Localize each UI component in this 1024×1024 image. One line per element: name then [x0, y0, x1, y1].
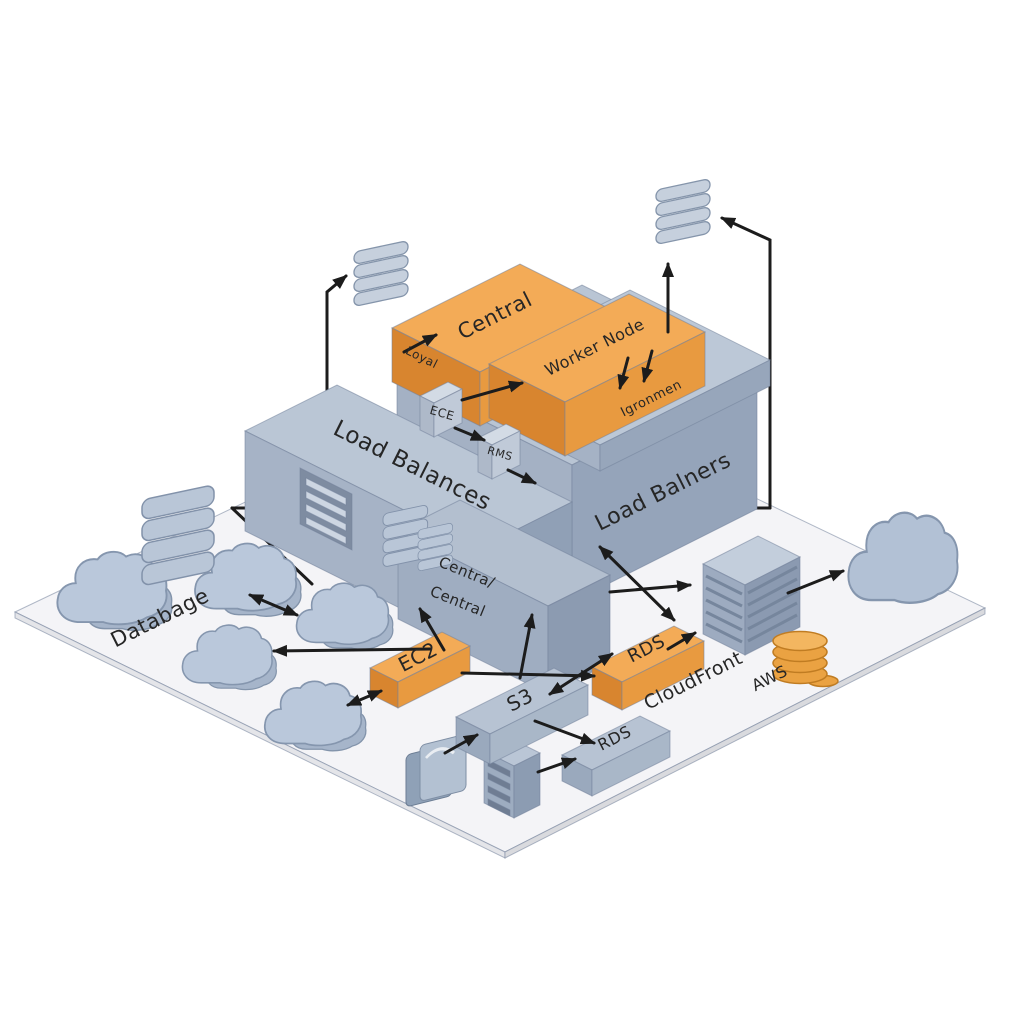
connector-arrow: [453, 426, 486, 442]
small-cube-left-label: ECE: [428, 403, 456, 423]
connector-arrow: [598, 545, 676, 622]
connector-arrow: [518, 613, 536, 680]
connector-arrow: [402, 333, 438, 354]
connector-arrow: [608, 580, 692, 594]
folder-icon: [405, 734, 467, 807]
connector-arrow: [460, 669, 596, 682]
ec2-block: [368, 631, 472, 709]
central-structure: [243, 263, 772, 695]
connector-arrow: [272, 644, 432, 657]
rack-icon: [299, 467, 353, 551]
cloud-icon: [847, 511, 959, 604]
server-stack-icon: [353, 239, 409, 308]
connector-arrow: [460, 380, 524, 402]
connector-arrow: [346, 689, 383, 707]
small-cube-right: [476, 423, 522, 480]
connector-arrow: [786, 569, 845, 595]
small-cube-left: [418, 381, 464, 438]
coins-icon: [772, 630, 839, 688]
connector-arrows: [248, 262, 845, 774]
connector-arrow: [443, 733, 479, 755]
connector-arrow: [248, 593, 299, 617]
connector-arrow: [506, 468, 537, 485]
connector-arrow: [641, 349, 654, 383]
cloudfront-tower-icon: [701, 535, 802, 656]
server-stack-icon: [655, 177, 711, 246]
connector-arrow: [720, 216, 772, 510]
connector-arrow: [536, 757, 577, 774]
connector-arrow: [533, 719, 596, 745]
connector-arrow: [617, 356, 630, 390]
connector-arrow: [666, 631, 697, 651]
connector-arrow: [418, 607, 446, 652]
